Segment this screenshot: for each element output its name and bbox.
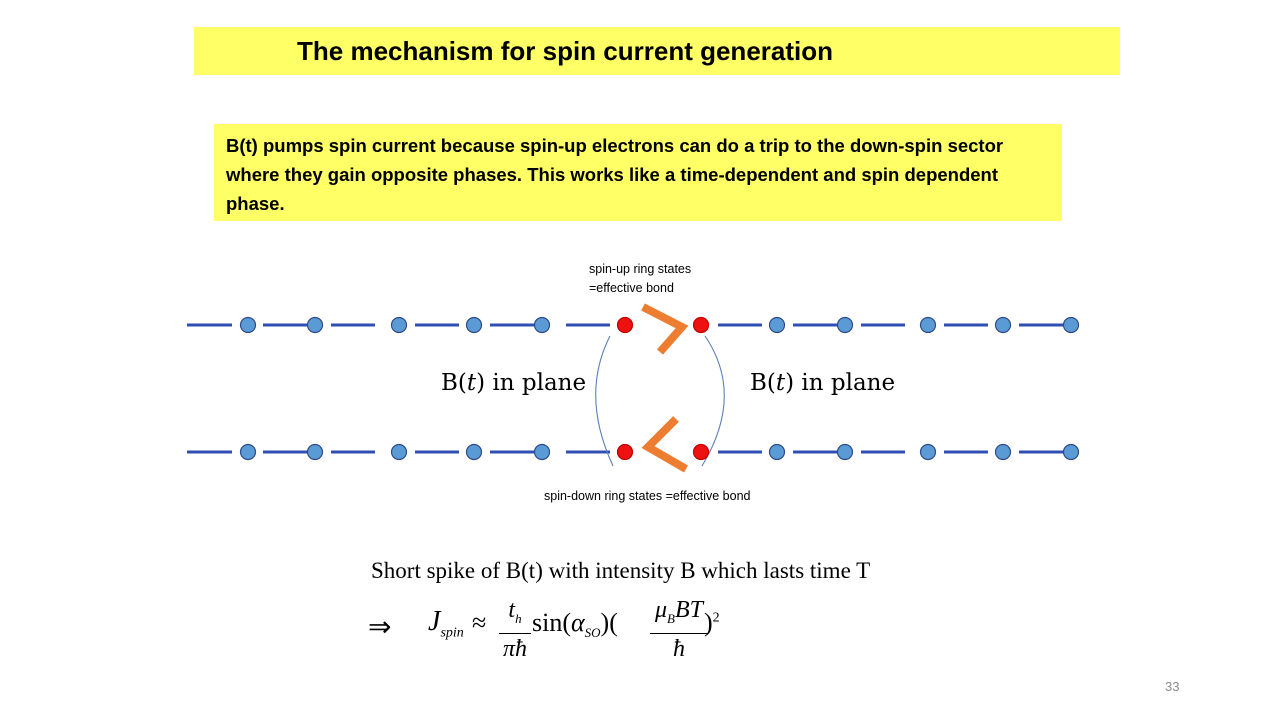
upper-chain-site [768, 316, 786, 334]
close-paren: )2 [704, 608, 720, 637]
b-field-right-label: B(t) in plane [750, 370, 896, 396]
lower-chain-site [390, 443, 408, 461]
sites-layer [239, 316, 1080, 461]
spike-description: Short spike of B(t) with intensity B whi… [371, 558, 871, 583]
lower-chain-site [994, 443, 1012, 461]
upper-chain-site [533, 316, 551, 334]
lower-chain-site [465, 443, 483, 461]
lower-chain-ring-site [692, 443, 710, 461]
ring-arc-left [595, 335, 614, 467]
upper-chain-site [239, 316, 257, 334]
arrow-left-icon [641, 416, 689, 473]
spin-up-label-line1: spin-up ring states [589, 262, 692, 276]
lower-chain-site [836, 443, 854, 461]
fraction-1: th πħ [498, 596, 532, 664]
slide-title: The mechanism for spin current generatio… [297, 36, 833, 66]
page-number: 33 [1165, 679, 1180, 694]
upper-chain-ring-site [616, 316, 634, 334]
upper-chain-ring-site [692, 316, 710, 334]
lower-chain-site [1062, 443, 1080, 461]
fraction-2: μBBT ħ [650, 596, 708, 664]
bonds-layer [187, 323, 1063, 454]
formula-lhs: Jspin [428, 606, 464, 641]
lower-chain-site [306, 443, 324, 461]
lower-chain-site [919, 443, 937, 461]
lower-chain-ring-site [616, 443, 634, 461]
ring-arc-right [701, 335, 725, 467]
upper-chain-site [390, 316, 408, 334]
lower-chain-site [768, 443, 786, 461]
b-field-left-label: B(t) in plane [441, 370, 587, 396]
upper-chain-site [836, 316, 854, 334]
description-text: B(t) pumps spin current because spin-up … [226, 135, 1004, 214]
spin-up-label-line2: =effective bond [589, 281, 674, 295]
upper-chain-site [919, 316, 937, 334]
description-box [214, 124, 1062, 221]
approx-symbol: ≈ [472, 608, 487, 637]
implies-symbol: ⇒ [368, 612, 392, 643]
lower-chain-site [533, 443, 551, 461]
title-bar [194, 27, 1120, 75]
arrow-right-icon [641, 303, 689, 355]
spin-down-label: spin-down ring states =effective bond [544, 489, 751, 503]
upper-chain-site [994, 316, 1012, 334]
lower-chain-site [239, 443, 257, 461]
upper-chain-site [465, 316, 483, 334]
upper-chain-site [1062, 316, 1080, 334]
sin-term: sin(αSO)( [532, 608, 618, 641]
upper-chain-site [306, 316, 324, 334]
